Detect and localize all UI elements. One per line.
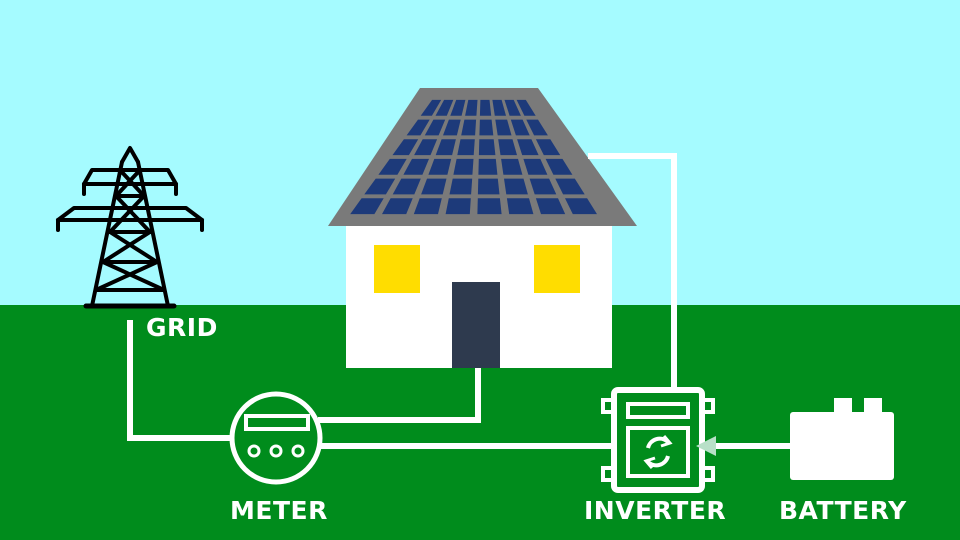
electric-meter-icon: [229, 391, 323, 485]
solar-panel-cell: [495, 119, 512, 136]
wire-solar-to-inverter: [588, 153, 677, 390]
solar-panel-cell: [428, 158, 452, 175]
solar-panel-cell: [392, 139, 419, 156]
house-door: [452, 282, 500, 368]
wiring: [127, 153, 792, 449]
solar-panel-cell: [545, 158, 573, 175]
solar-panel-cell: [477, 198, 502, 215]
solar-panel-cell: [565, 198, 597, 215]
grid-label: GRID: [146, 313, 218, 342]
solar-panel-cell: [450, 99, 466, 116]
solar-panel-cell: [504, 178, 528, 195]
house-window-right: [534, 245, 580, 293]
solar-panel-cell: [478, 158, 498, 175]
solar-panel-cell: [535, 139, 561, 156]
solar-panel-cell: [435, 99, 454, 116]
solar-panel-cell: [510, 119, 530, 136]
solar-panel-cell: [443, 119, 461, 136]
solar-panel-cell: [517, 139, 539, 156]
solar-panel-cell: [477, 178, 500, 195]
solar-panel-cell: [350, 198, 384, 215]
solar-panel-cell: [378, 158, 407, 175]
solar-panel-cell: [414, 139, 438, 156]
solar-panel-cell: [449, 178, 473, 195]
wire-house-to-meter: [318, 368, 481, 423]
arrow-left-icon: [696, 436, 716, 456]
solar-panel-cell: [498, 139, 517, 156]
inverter-icon: [601, 387, 715, 493]
solar-panel-cell: [492, 99, 506, 116]
inverter-label: INVERTER: [584, 496, 727, 525]
solar-panel-cell: [555, 178, 585, 195]
solar-panel-cell: [413, 198, 442, 215]
solar-panel-array: [350, 99, 597, 215]
solar-panel-cell: [504, 99, 521, 116]
solar-panel-cell: [364, 178, 396, 195]
transmission-tower-icon: [56, 146, 204, 309]
solar-panel-cell: [453, 158, 474, 175]
solar-panel-cell: [382, 198, 413, 215]
solar-panel-cell: [535, 198, 566, 215]
solar-panel-cell: [465, 99, 478, 116]
solar-panel-cell: [523, 158, 548, 175]
solar-panel-cell: [445, 198, 471, 215]
solar-panel-cell: [516, 99, 536, 116]
battery-label: BATTERY: [779, 496, 907, 525]
solar-panel-cell: [479, 119, 494, 136]
solar-panel-cell: [435, 139, 456, 156]
battery-icon: [790, 398, 894, 480]
solar-panel-cell: [529, 178, 557, 195]
solar-panel-cell: [403, 158, 429, 175]
solar-panel-cell: [406, 119, 430, 136]
meter-label: METER: [230, 496, 328, 525]
solar-panel-cell: [392, 178, 421, 195]
solar-panel-cell: [421, 178, 447, 195]
solar-panel-cell: [461, 119, 477, 136]
solar-panel-cell: [478, 139, 496, 156]
solar-panel-cell: [420, 99, 442, 116]
solar-panel-cell: [526, 119, 548, 136]
house-window-left: [374, 245, 420, 293]
solar-panel-cell: [479, 99, 492, 116]
solar-panel-cell: [457, 139, 475, 156]
solar-panel-cell: [424, 119, 446, 136]
solar-panel-cell: [501, 158, 523, 175]
solar-panel-cell: [506, 198, 534, 215]
wire-grid-to-meter: [127, 320, 232, 441]
